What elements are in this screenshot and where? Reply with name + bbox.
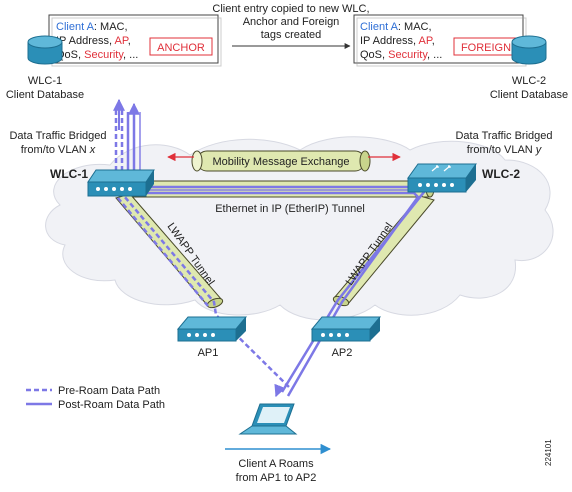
figure-id: 224101 — [544, 439, 553, 466]
svg-text:IP Address, AP,: IP Address, AP, — [56, 35, 131, 47]
bridged-right-line1: Data Traffic Bridged — [455, 130, 552, 142]
ap-label: AP — [419, 35, 433, 47]
client-a-label: Client A — [360, 21, 399, 33]
svg-text:QoS, Security, ...: QoS, Security, ... — [360, 49, 442, 61]
security-label: Security — [388, 49, 428, 61]
copy-note: Client entry copied to new WLC, Anchor a… — [212, 3, 370, 49]
wlc2-database-icon — [511, 35, 547, 65]
anchor-tag-label: ANCHOR — [157, 42, 205, 54]
mac-label: : MAC, — [398, 21, 432, 33]
wlc2-label: WLC-2 — [482, 167, 520, 181]
comma: , — [128, 35, 131, 47]
db2-name: WLC-2 — [512, 75, 546, 87]
post-roam-arrow-down — [274, 383, 286, 398]
ap1-icon — [176, 316, 248, 342]
qos-label: QoS, — [56, 49, 84, 61]
mobility-tunnel: Mobility Message Exchange — [167, 150, 401, 172]
anchor-tag — [149, 37, 213, 56]
roam-caption-line1: Client A Roams — [238, 458, 314, 470]
vlan-prefix: from/to VLAN — [467, 144, 536, 156]
laptop-icon — [238, 403, 298, 435]
db1-caption: Client Database — [6, 89, 84, 101]
wlc2-controller-icon — [407, 163, 477, 193]
ellipsis: , ... — [427, 49, 442, 61]
vlan-prefix: from/to VLAN — [21, 144, 90, 156]
copy-note-line2: Anchor and Foreign — [243, 16, 340, 28]
ap-label: AP — [115, 35, 129, 47]
comma: , — [432, 35, 435, 47]
ap1-label: AP1 — [198, 347, 219, 359]
db1-name: WLC-1 — [28, 75, 62, 87]
svg-text:Client A: MAC,: Client A: MAC, — [360, 21, 432, 33]
svg-text:Client A: MAC,: Client A: MAC, — [56, 21, 128, 33]
client-a-label: Client A — [56, 21, 95, 33]
roam-caption-line2: from AP1 to AP2 — [236, 472, 317, 484]
bridged-right-line2: from/to VLAN y — [467, 144, 543, 156]
svg-text:QoS, Security, ...: QoS, Security, ... — [56, 49, 138, 61]
wlc2-client-entry: Client A: MAC, IP Address, AP, QoS, Secu… — [353, 14, 527, 67]
ip-label: IP Address, — [56, 35, 115, 47]
foreign-tag-label: FOREIGN — [461, 42, 511, 54]
wlc1-controller-icon — [87, 169, 155, 197]
ellipsis: , ... — [123, 49, 138, 61]
wlc1-label: WLC-1 — [50, 167, 88, 181]
ap2-icon — [310, 316, 382, 342]
ap2-label: AP2 — [332, 347, 353, 359]
vlan-var: x — [89, 144, 96, 156]
bridged-left-line1: Data Traffic Bridged — [9, 130, 106, 142]
bridged-left-line2: from/to VLAN x — [21, 144, 96, 156]
copy-note-line1: Client entry copied to new WLC, — [212, 3, 369, 15]
legend-pre-label: Pre-Roam Data Path — [58, 385, 160, 397]
qos-label: QoS, — [360, 49, 388, 61]
wlc1-database-icon — [27, 35, 63, 65]
legend-post-label: Post-Roam Data Path — [58, 399, 165, 411]
copy-note-line3: tags created — [261, 29, 322, 41]
mobility-label: Mobility Message Exchange — [213, 156, 350, 168]
legend: Pre-Roam Data Path Post-Roam Data Path — [26, 385, 165, 411]
etherip-label: Ethernet in IP (EtherIP) Tunnel — [215, 203, 365, 215]
db2-caption: Client Database — [490, 89, 568, 101]
ip-label: IP Address, — [360, 35, 419, 47]
vlan-var: y — [535, 144, 543, 156]
wlc1-client-entry: Client A: MAC, IP Address, AP, QoS, Secu… — [48, 14, 222, 67]
security-label: Security — [84, 49, 124, 61]
svg-text:IP Address, AP,: IP Address, AP, — [360, 35, 435, 47]
mac-label: : MAC, — [94, 21, 128, 33]
